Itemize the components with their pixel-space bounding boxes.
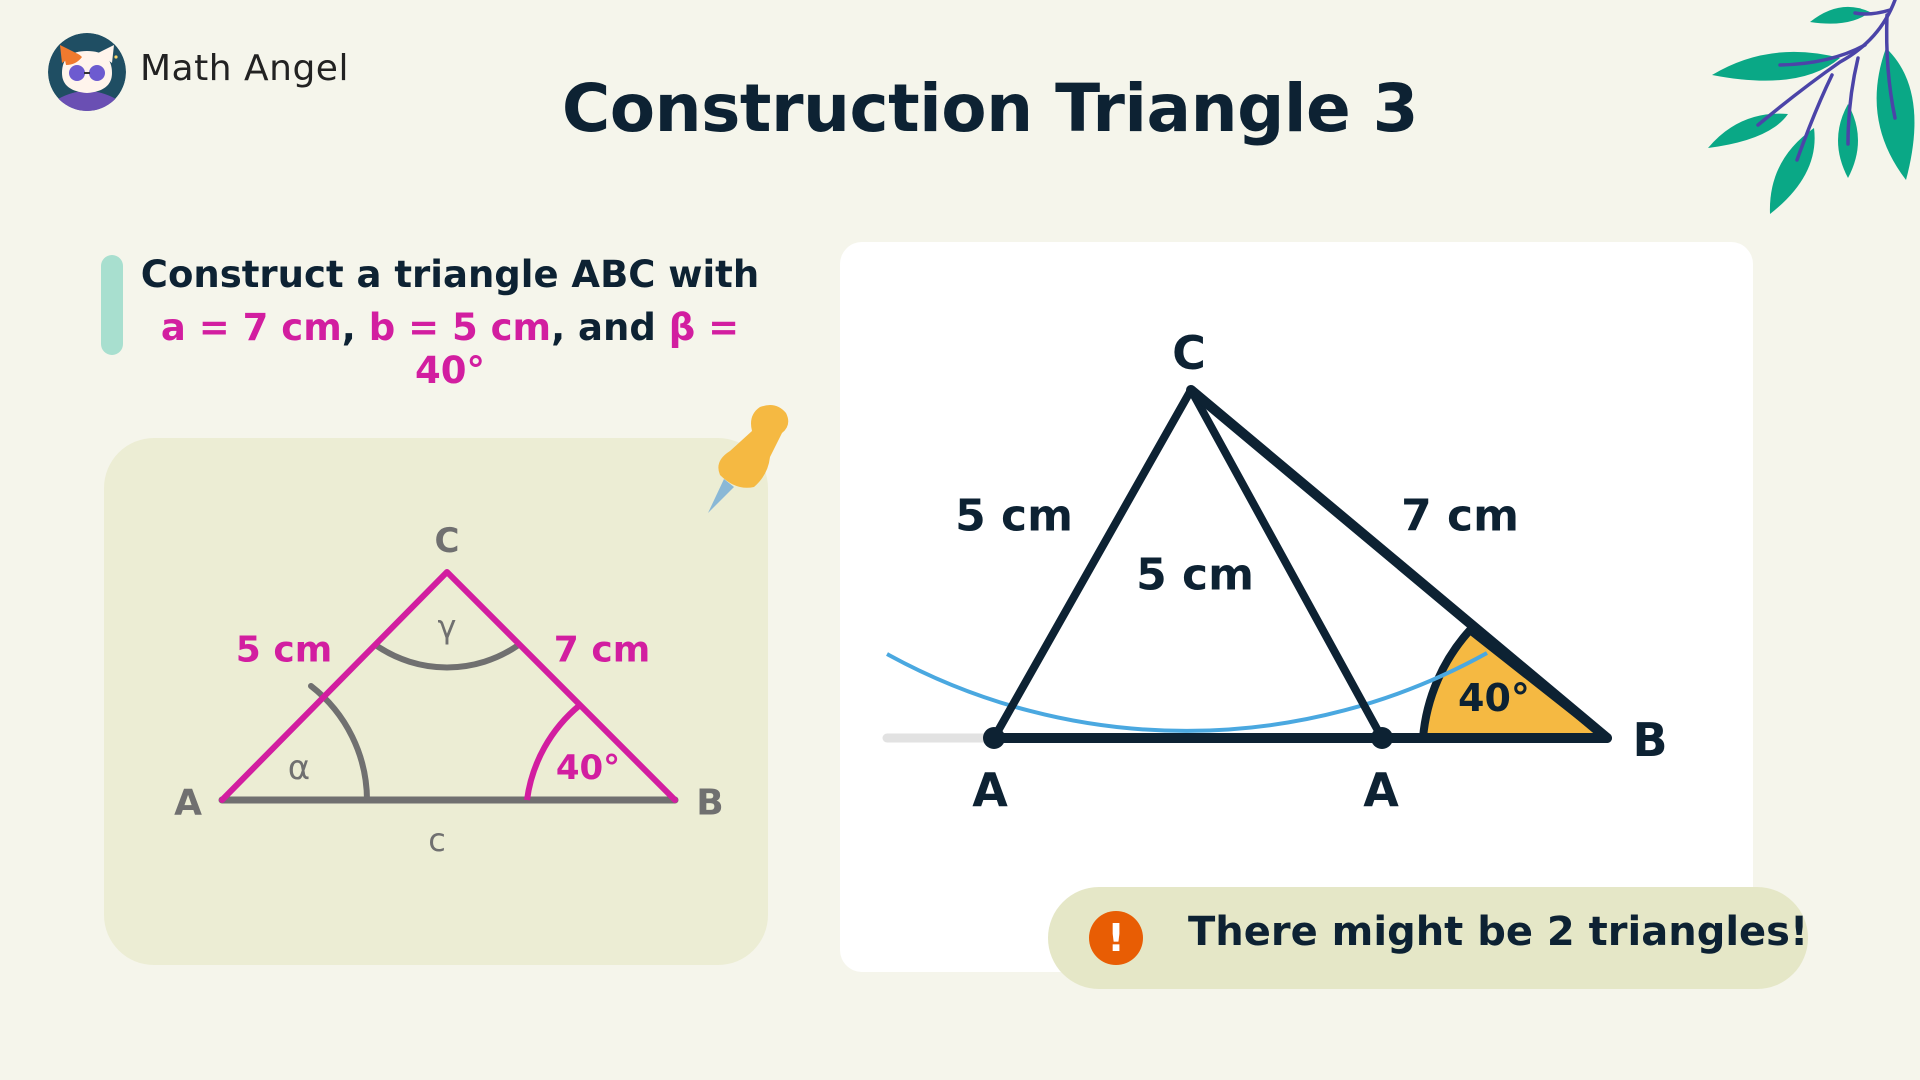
- notice-text: There might be 2 triangles!: [1188, 909, 1809, 955]
- page-title: Construction Triangle 3: [561, 70, 1419, 147]
- given-side-a: a = 7 cm: [160, 306, 342, 349]
- construction-side-middle-label: 5 cm: [1136, 549, 1254, 601]
- given-angle-beta: β = 40°: [415, 306, 740, 392]
- cat-avatar-icon: [48, 33, 126, 111]
- ref-angle-beta-label: 40°: [555, 748, 621, 788]
- ref-side-c-label: c: [428, 821, 446, 859]
- construction-side-right-label: 7 cm: [1401, 490, 1519, 542]
- ref-vertex-a-label: A: [174, 782, 202, 824]
- construction-vertex-a1-label: A: [972, 763, 1008, 817]
- brand-name: Math Angel: [140, 48, 349, 89]
- ref-angle-gamma-label: γ: [437, 608, 457, 646]
- construction-vertex-c-label: C: [1172, 326, 1206, 380]
- exclamation-icon: !: [1089, 911, 1143, 965]
- ref-angle-alpha-label: α: [287, 748, 311, 788]
- construction-vertex-a2-label: A: [1363, 763, 1399, 817]
- logo-avatar: [48, 33, 126, 111]
- reference-triangle-panel: [104, 438, 768, 965]
- instruction-line-1: Construct a triangle ABC with: [140, 253, 760, 296]
- ref-vertex-c-label: C: [434, 521, 460, 561]
- ref-side-b-label: 5 cm: [235, 629, 333, 671]
- notice-pill: [1048, 887, 1808, 989]
- separator: ,: [341, 306, 369, 349]
- construction-vertex-b-label: B: [1632, 713, 1668, 767]
- ref-side-a-label: 7 cm: [553, 629, 651, 671]
- reference-triangle: [218, 569, 679, 804]
- construction-side-left-label: 5 cm: [955, 490, 1073, 542]
- leaves-icon: [1690, 0, 1920, 220]
- construction-card: [840, 242, 1753, 972]
- construction-angle-label: 40°: [1458, 676, 1530, 720]
- instruction-line-2: a = 7 cm, b = 5 cm, and β = 40°: [130, 306, 770, 392]
- instruction-accent-bar: [101, 255, 123, 355]
- construction-diagram: [882, 385, 1612, 749]
- separator: , and: [551, 306, 669, 349]
- given-side-b: b = 5 cm: [368, 306, 552, 349]
- pushpin-icon: [690, 395, 800, 525]
- ref-vertex-b-label: B: [696, 782, 724, 824]
